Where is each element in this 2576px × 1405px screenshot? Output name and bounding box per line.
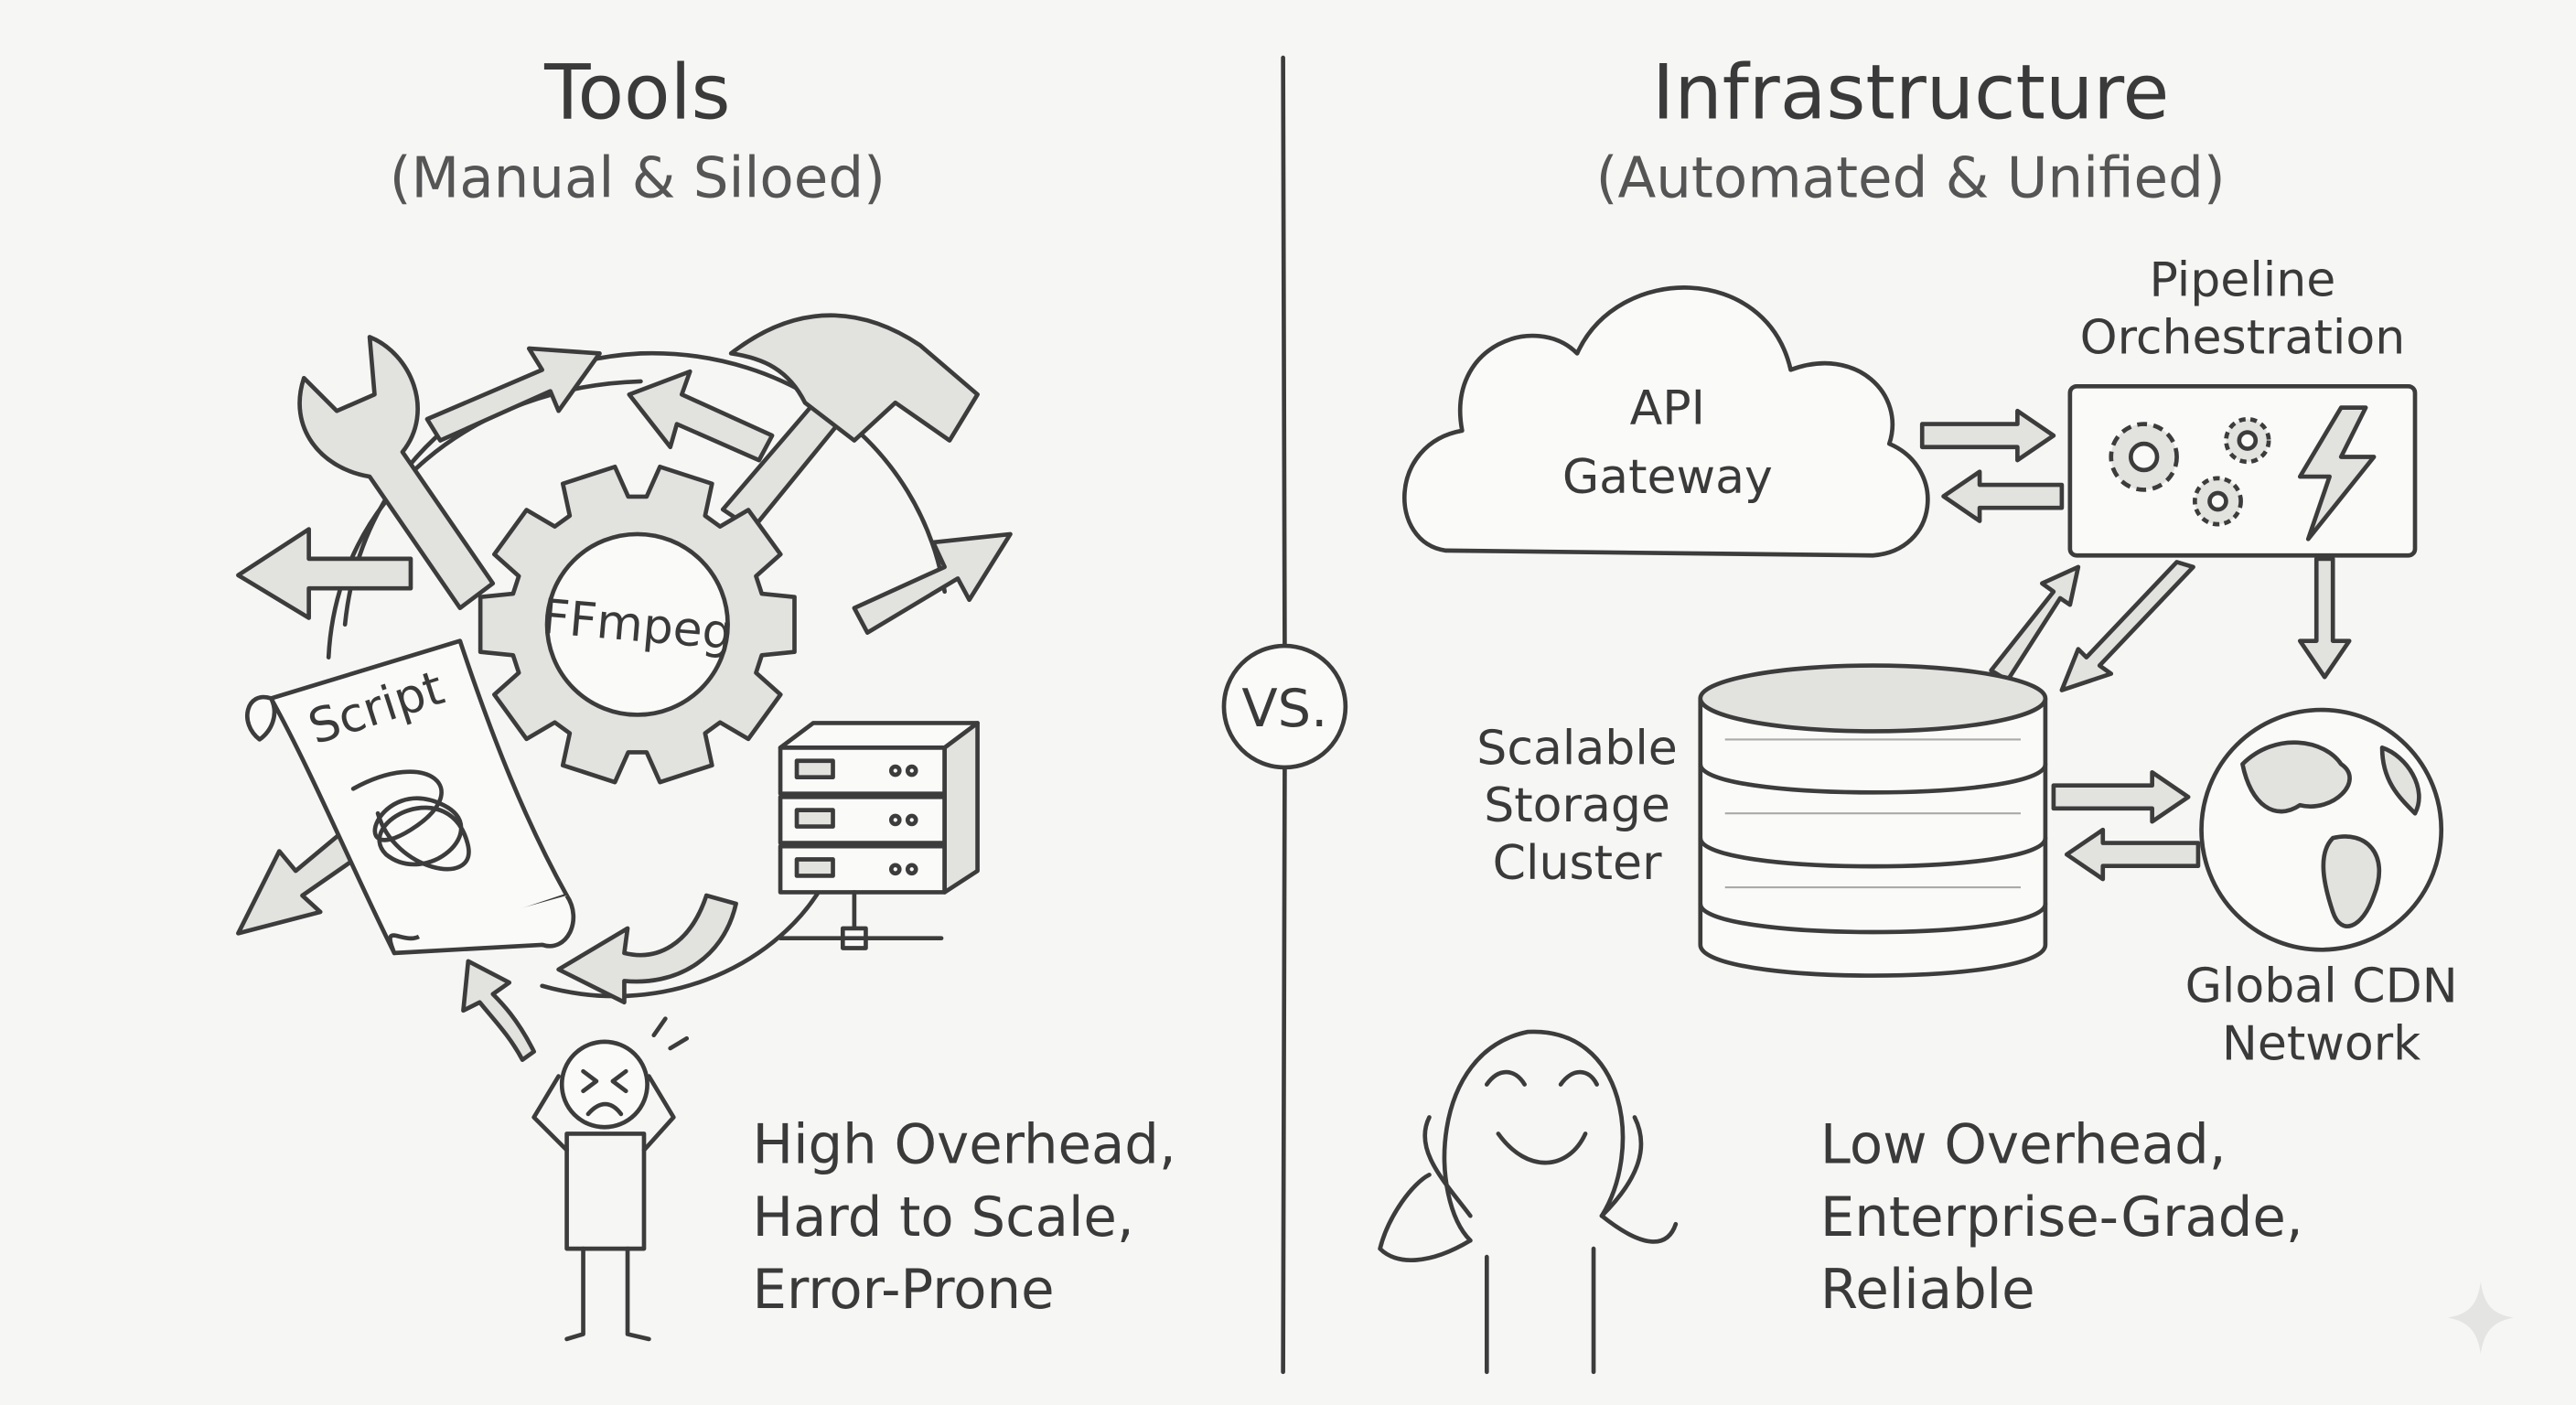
network-label: Network: [2222, 1017, 2420, 1072]
arrow-right-icon: [2051, 769, 2191, 824]
left-title: Tools: [543, 49, 731, 137]
arrow-down-icon: [2059, 560, 2195, 692]
left-subtitle: (Manual & Siloed): [390, 146, 886, 211]
gateway-label: Gateway: [1562, 450, 1773, 505]
right-note-line: Low Overhead,: [1820, 1113, 2227, 1176]
arrow-left-icon: [1941, 469, 2065, 523]
vs-label: VS.: [1241, 678, 1327, 739]
sparkle-watermark-icon: [2447, 1282, 2514, 1355]
arrow-icon: [236, 527, 413, 620]
ffmpeg-gear-icon: FFmpeg: [478, 464, 797, 785]
chaos-illustration: FFmpeg Script: [236, 313, 1013, 1342]
arrow-icon: [627, 369, 775, 463]
storage-cluster-database-icon: [1698, 663, 2048, 978]
gear-icon: [2224, 416, 2271, 465]
arrow-icon: [424, 346, 602, 443]
wrench-icon: [297, 335, 496, 611]
right-subtitle: (Automated & Unified): [1596, 146, 2226, 211]
global-cdn-label: Global CDN: [2185, 960, 2458, 1014]
arrow-left-icon: [2064, 827, 2201, 882]
arrow-icon: [852, 531, 1013, 636]
right-title: Infrastructure: [1652, 49, 2169, 137]
lightning-icon: [2297, 405, 2377, 542]
gear-icon: [2109, 422, 2179, 492]
api-label: API: [1630, 381, 1705, 436]
pipeline-label: Pipeline: [2150, 253, 2336, 308]
left-note-line: Error-Prone: [753, 1258, 1055, 1321]
right-note-line: Enterprise-Grade,: [1820, 1185, 2303, 1249]
arrow-up-icon: [1989, 564, 2081, 683]
arrow-right-icon: [1919, 408, 2056, 463]
left-note-line: High Overhead,: [753, 1113, 1176, 1176]
arrow-down-icon: [2297, 556, 2352, 680]
pipeline-orchestration-box: [2067, 383, 2418, 558]
storage-label: Storage: [1484, 778, 1670, 833]
hammer-icon: [720, 313, 980, 531]
arrow-icon: [461, 959, 537, 1062]
right-note-line: Reliable: [1820, 1258, 2035, 1321]
globe-icon: [2199, 707, 2444, 952]
orchestration-label: Orchestration: [2080, 310, 2406, 365]
arrow-icon: [556, 893, 738, 1005]
gear-icon: [2193, 476, 2243, 527]
divider: VS.: [1221, 55, 1348, 1375]
happy-person-icon: [1378, 1029, 1679, 1375]
cluster-label: Cluster: [1493, 836, 1662, 891]
left-note-line: Hard to Scale,: [753, 1185, 1134, 1249]
api-gateway-cloud: API Gateway: [1402, 285, 1930, 558]
vs-circle: [1221, 643, 1348, 770]
script-scroll-icon: Script: [245, 638, 576, 956]
scalable-label: Scalable: [1476, 721, 1678, 776]
stressed-person-icon: [531, 1016, 690, 1342]
server-stack-icon: [778, 721, 980, 950]
